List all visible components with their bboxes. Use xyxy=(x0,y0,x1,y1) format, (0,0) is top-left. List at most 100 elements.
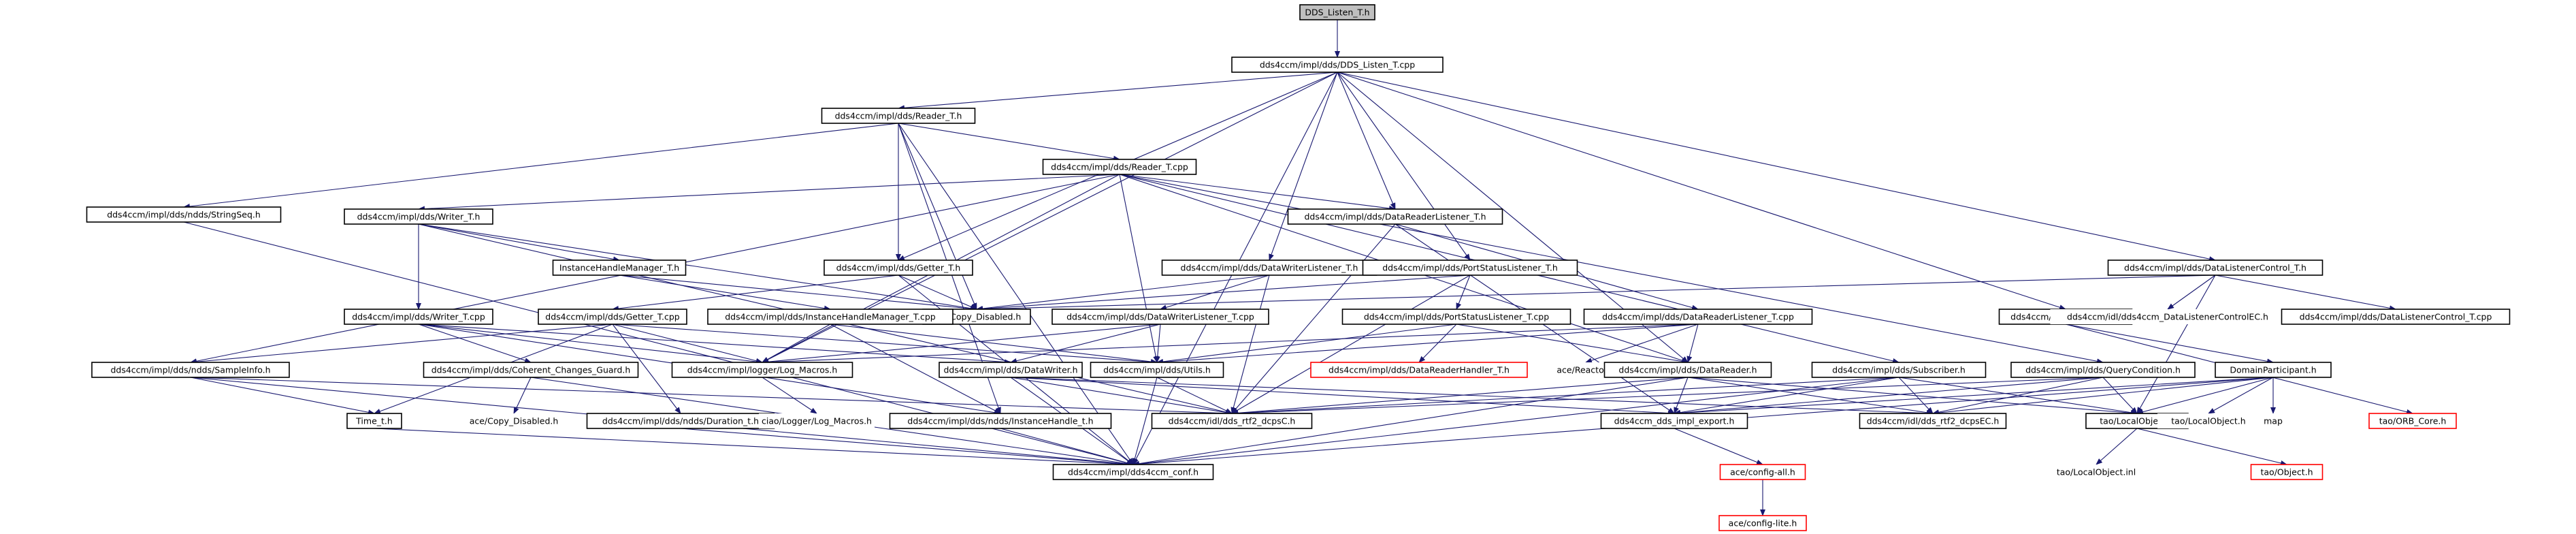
node-label: ace/Copy_Disabled.h xyxy=(932,312,1022,322)
node-backing xyxy=(1552,362,1620,377)
node-label: dds4ccm/impl/dds/Getter_T.cpp xyxy=(545,312,680,322)
dependency-arrow xyxy=(898,274,977,310)
node-box xyxy=(1583,309,1813,325)
dependency-arrow xyxy=(190,377,1233,416)
node-sampleinfo[interactable]: dds4ccm/impl/dds/ndds/SampleInfo.h xyxy=(91,362,290,378)
node-listen-cpp[interactable]: dds4ccm/impl/dds/DDS_Listen_T.cpp xyxy=(1231,57,1444,73)
node-box xyxy=(939,362,1083,378)
node-label: dds4ccm/impl/dds/QueryCondition.h xyxy=(2025,365,2181,375)
node-box xyxy=(423,362,639,378)
dependency-arrow xyxy=(374,428,1134,467)
node-box xyxy=(1090,362,1224,378)
dependency-arrow xyxy=(1132,377,1158,465)
node-instancehandle[interactable]: dds4ccm/impl/dds/ndds/InstanceHandle_t.h xyxy=(889,413,1112,429)
dependency-arrow xyxy=(1898,377,1934,414)
dependency-arrow xyxy=(612,324,763,364)
node-label: tao/LocalObject.h xyxy=(2100,416,2174,426)
node-label: dds4ccm/impl/dds/InstanceHandleManager_T… xyxy=(725,312,936,322)
node-label: dds4ccm/idl/dds4ccm_DataListenerControlE… xyxy=(2067,312,2268,322)
node-impl-export[interactable]: dds4ccm_dds_impl_export.h xyxy=(1600,413,1748,429)
node-root[interactable]: DDS_Listen_T.h xyxy=(1299,4,1375,20)
node-drl-h[interactable]: dds4ccm/impl/dds/DataReaderListener_T.h xyxy=(1287,208,1503,225)
node-utils[interactable]: dds4ccm/impl/dds/Utils.h xyxy=(1090,362,1224,378)
dependency-arrow xyxy=(976,274,1270,311)
node-tao-object: tao/Object.h xyxy=(2250,464,2324,480)
node-ihm-cpp[interactable]: dds4ccm/impl/dds/InstanceHandleManager_T… xyxy=(707,309,953,325)
dependency-arrow xyxy=(830,324,1001,414)
node-subscriber[interactable]: dds4ccm/impl/dds/Subscriber.h xyxy=(1811,362,1987,378)
node-label: dds4ccm/impl/dds/ndds/Duration_t.h xyxy=(602,416,759,426)
node-reader-cpp[interactable]: dds4ccm/impl/dds/Reader_T.cpp xyxy=(1042,159,1197,175)
dependency-arrow xyxy=(1585,324,1699,363)
node-reader-h[interactable]: dds4ccm/impl/dds/Reader_T.h xyxy=(821,108,976,124)
node-box xyxy=(1287,208,1503,225)
node-writer-h[interactable]: dds4ccm/impl/dds/Writer_T.h xyxy=(344,208,493,225)
node-coherent[interactable]: dds4ccm/impl/dds/Coherent_Changes_Guard.… xyxy=(423,362,639,378)
node-rti-dcpsc[interactable]: dds4ccm/idl/dds_rtf2_dcpsC.h xyxy=(1151,413,1313,429)
node-domainpart[interactable]: DomainParticipant.h xyxy=(2215,362,2332,378)
dependency-arrow xyxy=(1674,428,1763,465)
dependency-arrow xyxy=(1010,377,1233,415)
node-getter-h[interactable]: dds4ccm/impl/dds/Getter_T.h xyxy=(824,260,973,276)
node-box xyxy=(1859,413,2007,429)
node-backing xyxy=(2257,413,2289,428)
node-box xyxy=(344,309,493,325)
node-psl-h[interactable]: dds4ccm/impl/dds/PortStatusListener_T.h xyxy=(1362,260,1578,276)
dependency-arrow xyxy=(1231,377,1900,416)
node-label: dds4ccm/impl/dds/DataListenerControl_T.h xyxy=(2124,263,2306,273)
node-getter-cpp[interactable]: dds4ccm/impl/dds/Getter_T.cpp xyxy=(538,309,687,325)
dependency-arrow xyxy=(612,274,899,311)
node-dlc-cpp[interactable]: dds4ccm/impl/dds/DataListenerControl_T.c… xyxy=(2281,309,2511,325)
node-writer-cpp[interactable]: dds4ccm/impl/dds/Writer_T.cpp xyxy=(344,309,493,325)
node-duration[interactable]: dds4ccm/impl/dds/ndds/Duration_t.h xyxy=(586,413,775,429)
node-box xyxy=(2010,362,2196,378)
node-dlc-ec: dds4ccm/idl/dds4ccm_DataListenerControlE… xyxy=(2050,309,2285,324)
dependency-arrow xyxy=(2065,324,2274,364)
dependency-arrow xyxy=(898,123,1134,465)
dependency-arrow xyxy=(1932,377,2104,415)
node-querycond[interactable]: dds4ccm/impl/dds/QueryCondition.h xyxy=(2010,362,2196,378)
node-label: dds4ccm/impl/dds/DataReader.h xyxy=(1618,365,1757,375)
node-datawriter[interactable]: dds4ccm/impl/dds/DataWriter.h xyxy=(939,362,1083,378)
node-drh: dds4ccm/impl/dds/DataReaderHandler_T.h xyxy=(1310,362,1528,378)
dependency-arrow xyxy=(1674,377,1689,414)
node-label: dds4ccm/impl/dds/Coherent_Changes_Guard.… xyxy=(431,365,631,375)
dependency-arrow xyxy=(1132,377,1900,467)
node-backing xyxy=(759,413,875,428)
node-drl-cpp[interactable]: dds4ccm/impl/dds/DataReaderListener_T.cp… xyxy=(1583,309,1813,325)
node-label: dds4ccm/impl/dds/DataListenerControl_T.c… xyxy=(2300,312,2492,322)
node-label: ace/config-all.h xyxy=(1730,467,1795,477)
node-ihm-h[interactable]: InstanceHandleManager_T.h xyxy=(552,260,687,276)
node-box xyxy=(538,309,687,325)
node-datareader[interactable]: dds4ccm/impl/dds/DataReader.h xyxy=(1603,362,1772,378)
node-label: dds4ccm/impl/dds4ccm_conf.h xyxy=(1068,467,1199,477)
dependency-arrow xyxy=(418,174,1120,212)
node-label: ciao/Logger/Log_Macros.h xyxy=(762,416,872,426)
dependency-arrow xyxy=(1674,377,2274,416)
dependency-arrow xyxy=(1010,324,1161,364)
dependency-arrow xyxy=(1119,174,1396,211)
node-label: tao/ORB_Core.h xyxy=(2379,416,2447,426)
node-box xyxy=(671,362,853,378)
node-box xyxy=(889,413,1112,429)
node-rti-dcpsec[interactable]: dds4ccm/idl/dds_rtf2_dcpsEC.h xyxy=(1859,413,2007,429)
node-box xyxy=(824,260,973,276)
dependency-arrow xyxy=(1674,377,1900,415)
dependency-arrow xyxy=(976,274,1471,312)
node-psl-cpp[interactable]: dds4ccm/impl/dds/PortStatusListener_T.cp… xyxy=(1341,309,1571,325)
node-dwl-cpp[interactable]: dds4ccm/impl/dds/DataWriterListener_T.cp… xyxy=(1051,309,1269,325)
node-time[interactable]: Time_t.h xyxy=(346,413,402,429)
node-copy-dis2: ace/Copy_Disabled.h xyxy=(460,413,568,428)
dependency-arrow xyxy=(2208,377,2274,414)
dependency-arrow xyxy=(762,324,1161,365)
node-label: map xyxy=(2264,416,2283,426)
node-logmacros[interactable]: dds4ccm/impl/logger/Log_Macros.h xyxy=(671,362,853,378)
dependency-arrow xyxy=(1687,377,2138,416)
node-dlc-h[interactable]: dds4ccm/impl/dds/DataListenerControl_T.h xyxy=(2107,260,2324,276)
node-stringseq[interactable]: dds4ccm/impl/dds/ndds/StringSeq.h xyxy=(86,206,282,223)
dependency-arrow xyxy=(680,428,1134,467)
node-conf[interactable]: dds4ccm/impl/dds4ccm_conf.h xyxy=(1052,464,1214,480)
node-dwl-h[interactable]: dds4ccm/impl/dds/DataWriterListener_T.h xyxy=(1161,260,1377,276)
dependency-arrow xyxy=(1337,72,2066,311)
node-backing xyxy=(2157,413,2260,428)
